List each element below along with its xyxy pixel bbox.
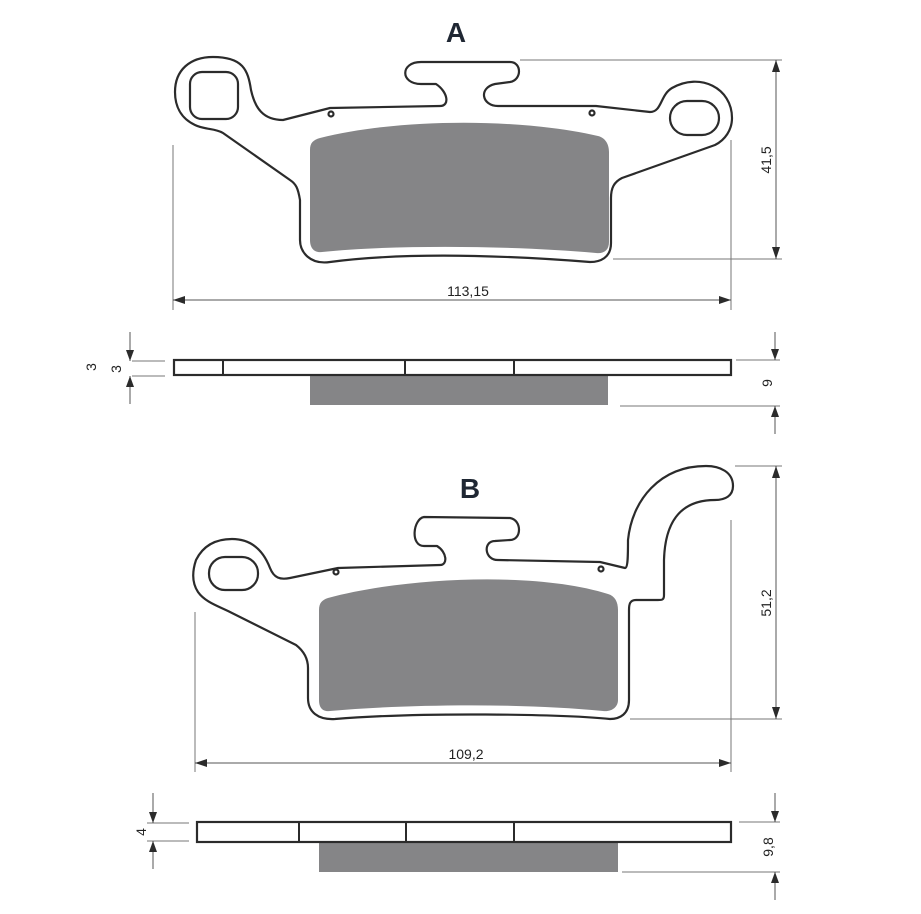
pad-a-dim-3-outer: 3 [83, 363, 99, 371]
pad-b-plate-thickness-dimension: 4 [133, 793, 189, 869]
pad-b-left-mount-hole [207, 555, 260, 592]
pad-b-width-value: 109,2 [448, 746, 483, 762]
pad-a-label: A [446, 17, 466, 48]
pad-a-width-value: 113,15 [447, 283, 489, 299]
pad-a-dim-3-inner: 3 [108, 365, 124, 373]
pad-a-total-thickness-value: 9 [759, 379, 775, 387]
pad-b-plate-thickness-value: 4 [133, 828, 149, 836]
pad-b-pin-hole-left [332, 568, 340, 576]
pad-a-total-thickness-dimension: 9 [620, 332, 780, 434]
pad-b-front-view: B [192, 464, 735, 721]
pad-a-height-value: 41,5 [758, 146, 774, 173]
pad-b-side-friction [319, 842, 618, 872]
pad-b-side-view [195, 820, 733, 872]
pad-b-backing-plate-outline [192, 464, 735, 721]
pad-b-width-dimension: 109,2 [194, 520, 732, 772]
pad-a-right-mount-hole [668, 99, 721, 137]
pad-a-height-dimension: 41,5 [520, 59, 782, 260]
pad-a-backing-plate-outline [173, 55, 734, 264]
pad-a-plate-thickness-dimension: 3 3 [83, 332, 165, 404]
pad-a-left-mount-hole [188, 70, 240, 121]
pad-a-side-view [172, 358, 733, 405]
pad-b-height-dimension: 51,2 [630, 465, 782, 720]
pad-b-total-thickness-dimension: 9,8 [622, 793, 780, 900]
pad-a-width-dimension: 113,15 [172, 140, 732, 310]
pad-b-total-thickness-value: 9,8 [760, 837, 776, 857]
pad-a-side-backing-plate [172, 358, 733, 377]
pad-a-side-friction [310, 375, 608, 405]
pad-b-side-backing-plate [195, 820, 733, 844]
pad-a-pin-hole-right [588, 109, 596, 117]
pad-b-pin-hole-right [597, 565, 605, 573]
pad-b-height-value: 51,2 [758, 589, 774, 616]
pad-a-pin-hole-left [327, 110, 335, 118]
pad-a-friction-material [310, 122, 609, 254]
pad-b-friction-material [319, 579, 618, 712]
pad-b-label: B [460, 473, 480, 504]
pad-a-front-view: A [173, 17, 734, 264]
